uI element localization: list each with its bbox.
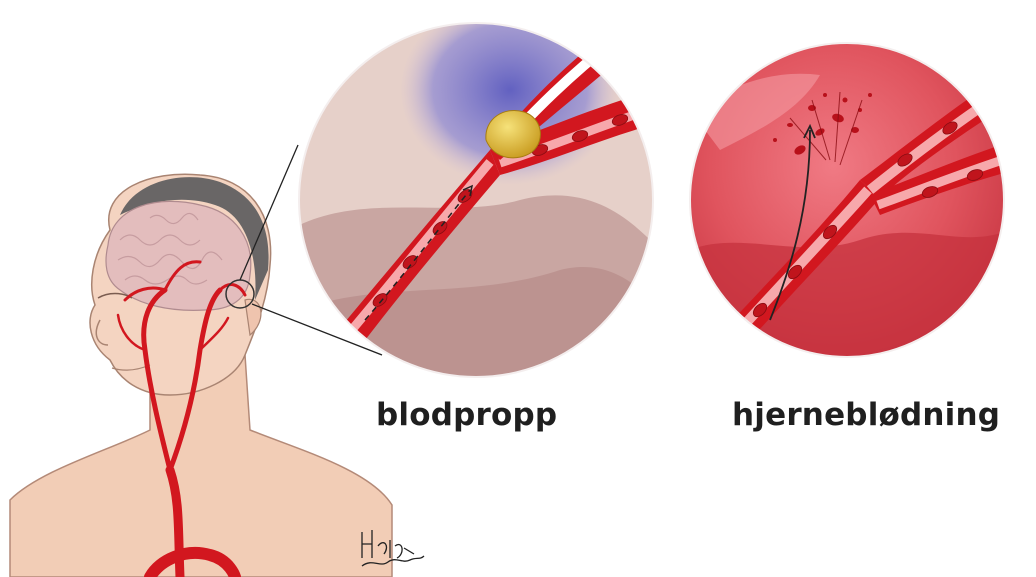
label-hjerneblodning: hjerneblødning — [732, 397, 1000, 433]
hemorrhage-icon — [680, 30, 1020, 370]
blood-clot-icon — [290, 0, 670, 380]
label-blodpropp: blodpropp — [376, 397, 557, 433]
